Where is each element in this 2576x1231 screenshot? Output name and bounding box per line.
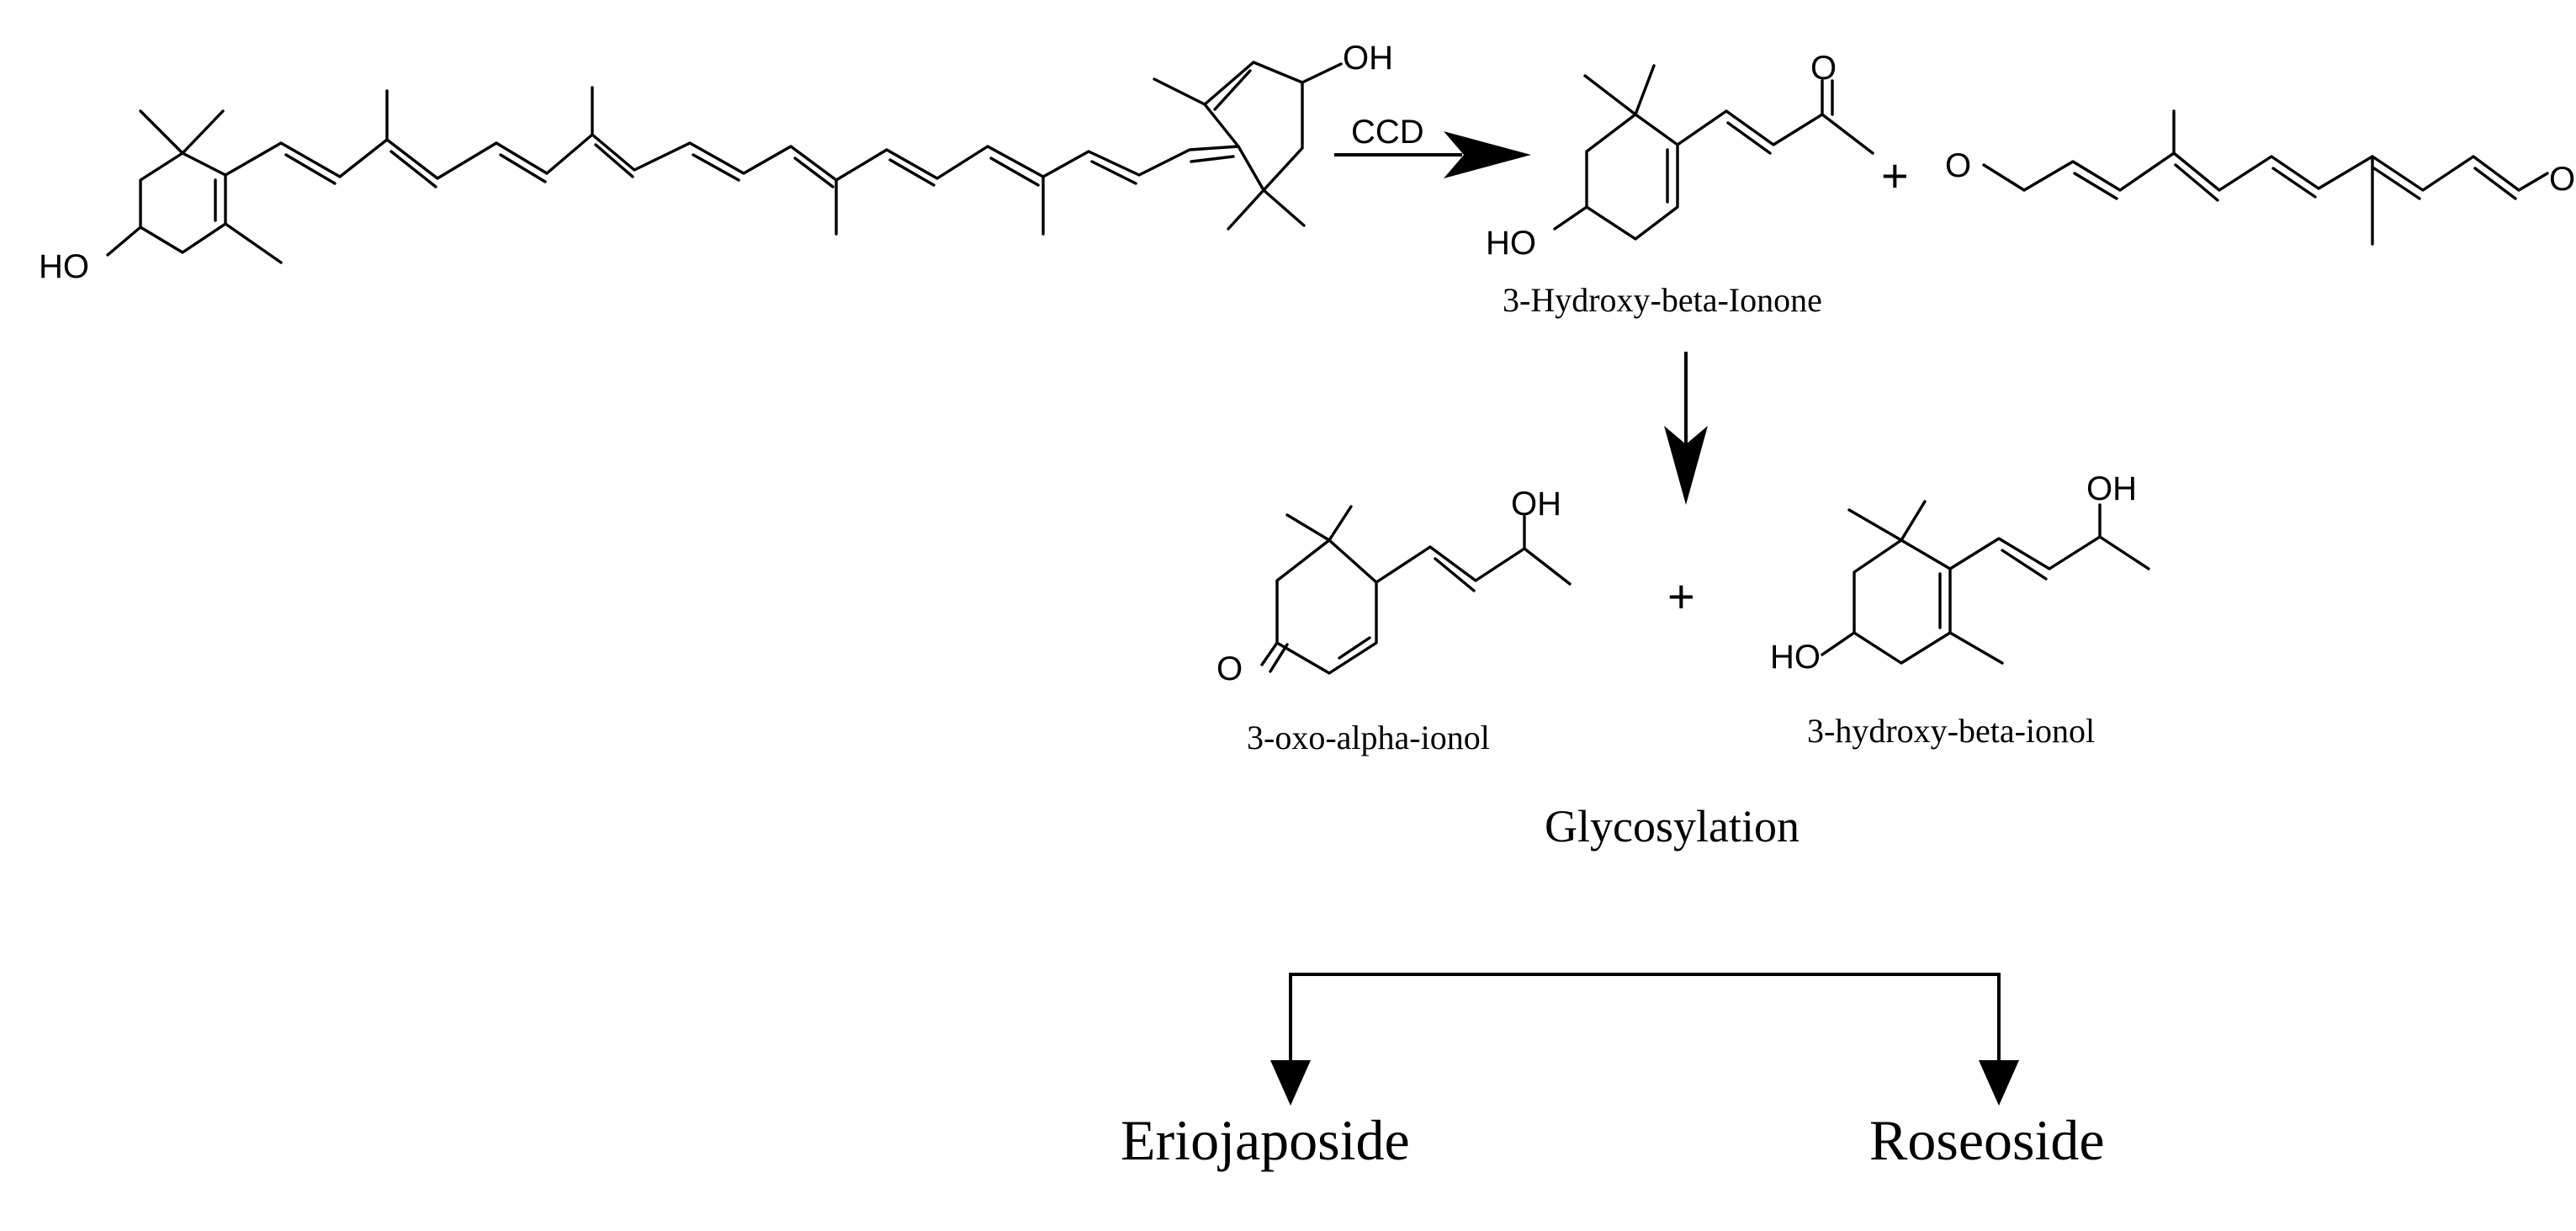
step-label-glycosylation: Glycosylation — [1545, 801, 1799, 852]
atom-oh: OH — [1343, 40, 1393, 77]
branch-arrows — [1270, 973, 2019, 1106]
zeaxanthin-structure — [106, 61, 1343, 264]
atom-oh: OH — [1511, 486, 1561, 523]
oxo-alpha-ionol-structure — [1260, 505, 1572, 675]
plus-sign: + — [1667, 570, 1695, 623]
product-label-hydroxy-beta-ionone: 3-Hydroxy-beta-Ionone — [1503, 281, 1822, 319]
hydroxy-beta-ionone-structure — [1553, 64, 1874, 241]
dialdehyde-structure — [1982, 109, 2549, 246]
cleavage-arrow — [1334, 131, 1531, 178]
atom-ho: HO — [1770, 639, 1821, 676]
intermediate-label-hydroxy-beta-ionol: 3-hydroxy-beta-ionol — [1807, 712, 2095, 750]
intermediate-label-oxo-alpha-ionol: 3-oxo-alpha-ionol — [1247, 719, 1490, 756]
atom-o: O — [2549, 161, 2575, 198]
atom-o: O — [1945, 147, 1971, 184]
final-product-eriojaposide: Eriojaposide — [1121, 1108, 1410, 1172]
enzyme-label: CCD — [1351, 114, 1424, 151]
conversion-arrow — [1664, 352, 1708, 505]
atom-ho: HO — [1486, 225, 1536, 262]
atom-oh: OH — [2086, 470, 2137, 507]
atom-o: O — [1216, 650, 1243, 687]
atom-o: O — [1810, 50, 1837, 87]
atom-ho: HO — [39, 248, 89, 285]
hydroxy-beta-ionol-structure — [1821, 500, 2150, 665]
final-product-roseoside: Roseoside — [1869, 1108, 2105, 1172]
plus-sign: + — [1881, 149, 1909, 202]
